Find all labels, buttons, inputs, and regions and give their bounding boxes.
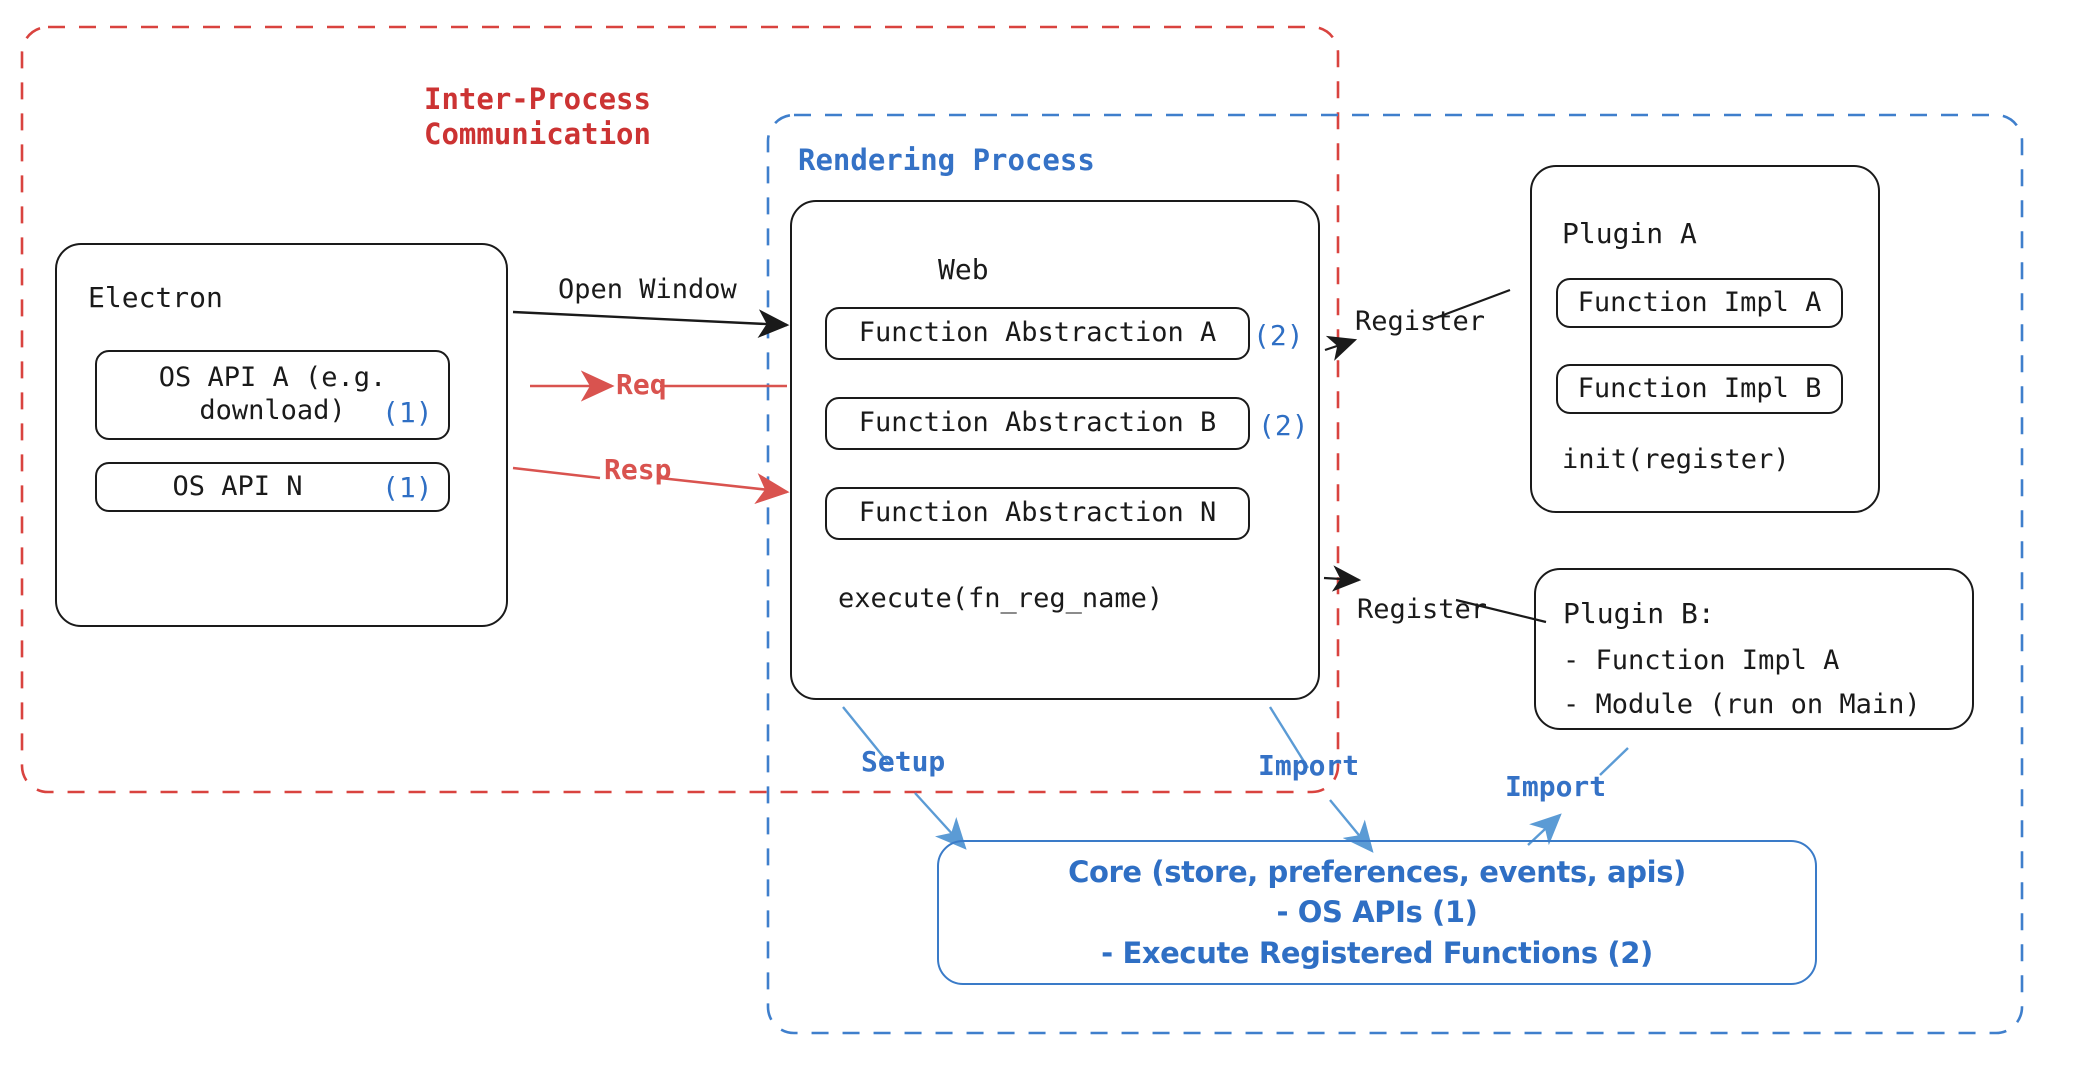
ipc-group-label: Inter-Process Communication	[424, 82, 651, 152]
plugin-b-box-title: Plugin B:	[1563, 597, 1715, 630]
edge-label-open-window: Open Window	[558, 274, 737, 305]
edge-open-window	[512, 309, 790, 339]
function-abstraction-a-box[interactable]: Function Abstraction A	[825, 307, 1250, 360]
plugin-a-box-title: Plugin A	[1562, 217, 1697, 250]
electron-box[interactable]	[55, 243, 508, 627]
function-abstraction-b-label: Function Abstraction B	[858, 407, 1217, 439]
edge-label-import-plugin-b: Import	[1505, 770, 1607, 803]
core-line-2: - OS APIs (1)	[1276, 895, 1478, 930]
edge-label-register-plugin-a: Register	[1355, 306, 1486, 337]
function-abstraction-n-label: Function Abstraction N	[858, 497, 1217, 529]
function-abstraction-a-badge: (2)	[1253, 319, 1304, 352]
web-box[interactable]	[790, 200, 1320, 700]
edge-label-resp: Resp	[604, 453, 672, 486]
core-line-3: - Execute Registered Functions (2)	[1101, 935, 1653, 970]
electron-box-title: Electron	[88, 281, 223, 314]
edge-label-setup: Setup	[861, 745, 946, 778]
plugin-b-line-2: - Module (run on Main)	[1563, 689, 1921, 720]
function-impl-b-box[interactable]: Function Impl B	[1556, 364, 1843, 414]
os-api-n-box[interactable]: OS API N	[95, 462, 450, 512]
function-impl-a-label: Function Impl A	[1577, 286, 1822, 318]
os-api-n-badge: (1)	[382, 471, 433, 504]
core-line-1: Core (store, preferences, events, apis)	[1068, 855, 1686, 890]
edge-label-register-plugin-b: Register	[1357, 594, 1488, 625]
edge-label-req: Req	[616, 368, 667, 401]
function-abstraction-b-box[interactable]: Function Abstraction B	[825, 397, 1250, 450]
plugin-a-init-text: init(register)	[1562, 444, 1790, 475]
plugin-a-box[interactable]	[1530, 165, 1880, 513]
rendering-group-label: Rendering Process	[798, 143, 1095, 177]
core-box[interactable]: Core (store, preferences, events, apis) …	[937, 840, 1817, 985]
function-impl-a-box[interactable]: Function Impl A	[1556, 278, 1843, 328]
plugin-b-line-1: - Function Impl A	[1563, 645, 1840, 676]
os-api-a-box[interactable]: OS API A (e.g. download)	[95, 350, 450, 440]
edge-label-import-web: Import	[1258, 749, 1360, 782]
function-abstraction-b-badge: (2)	[1258, 409, 1309, 442]
plugin-b-box[interactable]	[1534, 568, 1974, 730]
function-impl-b-label: Function Impl B	[1577, 372, 1822, 404]
web-execute-text: execute(fn_reg_name)	[838, 583, 1164, 614]
function-abstraction-a-label: Function Abstraction A	[858, 317, 1217, 349]
web-box-title: Web	[938, 253, 989, 286]
os-api-a-label: OS API A (e.g. download)	[158, 362, 387, 426]
os-api-n-label: OS API N	[172, 470, 303, 502]
os-api-a-badge: (1)	[382, 396, 433, 429]
function-abstraction-n-box[interactable]: Function Abstraction N	[825, 487, 1250, 540]
